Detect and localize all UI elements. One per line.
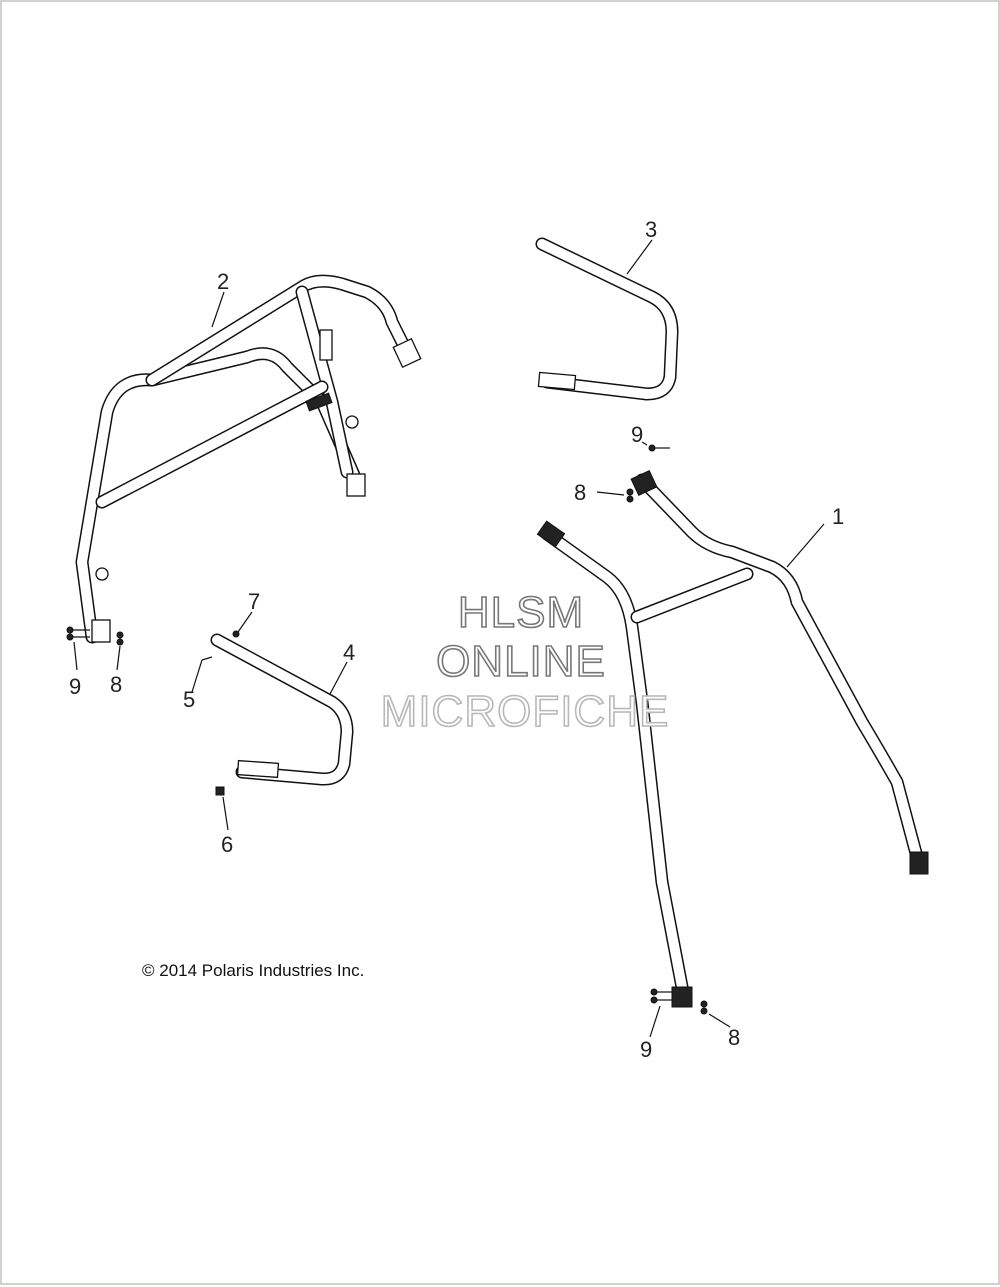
callout-labels: 1 2 3 4 5 6 7 8 9 8 9 8 9 [69,217,844,1062]
hardware [66,444,708,1015]
callout-8-top: 8 [574,480,586,505]
callout-1: 1 [832,504,844,529]
part-2-rear-cage [75,274,422,644]
callout-8-bottom: 8 [728,1025,740,1050]
copyright-text: © 2014 Polaris Industries Inc. [142,961,364,980]
watermark-line-3: MICROFICHE [381,687,670,736]
callout-2: 2 [217,269,229,294]
callout-9-bottom: 9 [640,1037,652,1062]
leader-lines [73,239,825,1038]
callout-4: 4 [343,640,355,665]
callout-7: 7 [248,589,260,614]
callout-9-top: 9 [631,422,643,447]
watermark: HLSM ONLINE MICROFICHE [380,587,670,737]
watermark-line-1: HLSM [458,588,584,637]
callout-3: 3 [645,217,657,242]
callout-5: 5 [183,687,195,712]
part-3-upper-bar [535,237,679,401]
callout-8-left: 8 [110,672,122,697]
part-1-front-cage [536,469,929,1008]
watermark-line-2: ONLINE [436,637,606,686]
part-4-lower-bar [210,633,354,786]
callout-9-left: 9 [69,674,81,699]
callout-6: 6 [221,832,233,857]
